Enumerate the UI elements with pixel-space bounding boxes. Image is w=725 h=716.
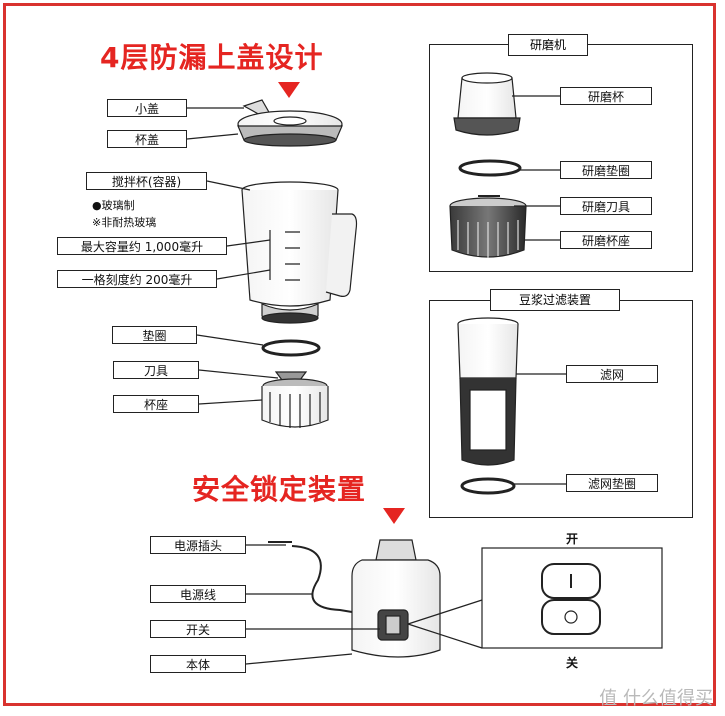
jar-illustration [241,181,358,324]
body-illustration [245,539,441,665]
label-grinder-gasket: 研磨垫圈 [560,161,652,179]
grinder-illustration [449,72,560,258]
note-non-heat: ※非耐热玻璃 [92,216,157,229]
arrow-down-lid [278,82,300,98]
heading-lid-design: 4层防漏上盖设计 [100,41,324,74]
label-max-capacity: 最大容量约 1,000毫升 [57,237,227,255]
filter-illustration [457,317,566,495]
label-cup-base: 杯座 [113,395,199,413]
label-gasket: 垫圈 [112,326,197,344]
grinder-title: 研磨机 [508,34,588,56]
label-cord: 电源线 [150,585,246,603]
heading-safety-lock: 安全锁定装置 [192,473,367,506]
label-body: 本体 [150,655,246,673]
switch-on-caption: 开 [566,532,579,546]
label-grinder-cup: 研磨杯 [560,87,652,105]
red-frame [3,3,716,706]
gasket-illustration [261,339,321,357]
lid-illustration [237,99,343,147]
label-switch: 开关 [150,620,246,638]
note-glass: ●玻璃制 [92,199,135,212]
blade-base-illustration [261,371,329,428]
switch-off-caption: 关 [566,656,579,670]
filter-title: 豆浆过滤装置 [490,289,620,311]
label-grinder-blade: 研磨刀具 [560,197,652,215]
label-filter-mesh-gasket: 滤网垫圈 [566,474,658,492]
label-small-lid: 小盖 [107,99,187,117]
label-grinder-base: 研磨杯座 [560,231,652,249]
label-scale: 一格刻度约 200毫升 [57,270,217,288]
label-cup-lid: 杯盖 [107,130,187,148]
watermark: 值 什么值得买 [599,688,713,709]
label-plug: 电源插头 [150,536,246,554]
label-filter-mesh: 滤网 [566,365,658,383]
arrow-down-lock [383,508,405,524]
label-blade: 刀具 [113,361,199,379]
label-jar: 搅拌杯(容器) [86,172,207,190]
switch-detail-illustration [407,547,663,649]
